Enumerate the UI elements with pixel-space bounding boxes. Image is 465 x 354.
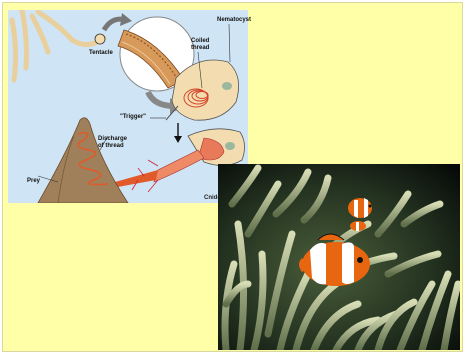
label-discharge-of-thread: Discharge of thread — [98, 136, 127, 150]
clownfish-small — [348, 198, 372, 218]
photo-artwork — [218, 164, 460, 350]
label-coiled-thread: Coiled thread — [191, 38, 209, 52]
label-trigger: "Trigger" — [120, 114, 146, 121]
diagram-artwork — [8, 10, 248, 203]
clownfish-background — [350, 221, 366, 231]
prey — [38, 118, 128, 203]
tentacle-tip — [95, 34, 105, 44]
label-nematocyst: Nematocyst — [217, 17, 251, 24]
label-tentacle: Tentacle — [89, 50, 113, 57]
tentacle-strands — [12, 10, 104, 80]
clownfish-anemone-photo — [218, 164, 460, 350]
nematocyst-diagram: Tentacle Coiled thread Nematocyst "Trigg… — [8, 10, 248, 203]
label-prey: Prey — [27, 178, 40, 185]
